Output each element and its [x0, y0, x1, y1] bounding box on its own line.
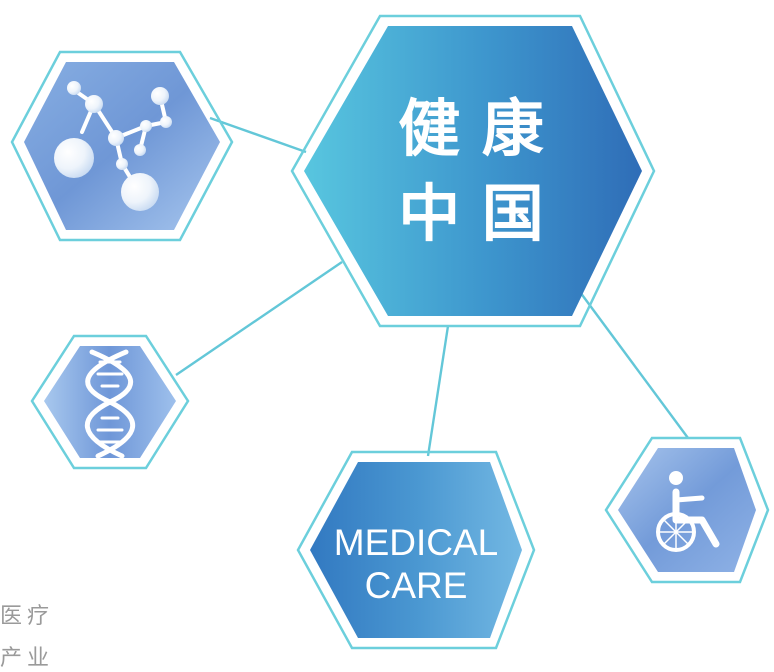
center-hexagon: 健 康 中 国: [290, 14, 656, 328]
medical-hex-fill: [310, 462, 522, 638]
wheelchair-hex-fill: [618, 448, 756, 572]
center-title-line1: 健 康: [398, 92, 544, 165]
center-title-line2: 中 国: [398, 177, 544, 250]
wheelchair-hex-outline: [604, 436, 770, 584]
connector-medical: [426, 325, 450, 457]
medical-hex-outline: [296, 450, 536, 650]
health-china-diagram: 健 康 中 国: [10, 14, 770, 650]
wheelchair-icon: [656, 471, 720, 552]
molecule-hex-outline: [10, 50, 234, 242]
molecule-hexagon: [10, 50, 234, 242]
molecule-icon: [54, 81, 172, 211]
side-label-medical: 医疗: [0, 604, 55, 629]
medical-care-line1: MEDICAL: [334, 522, 498, 563]
wheelchair-hexagon: [604, 436, 770, 584]
dna-hex-outline: [30, 334, 190, 470]
connector-dna: [175, 261, 343, 376]
medical-care-hexagon: MEDICAL CARE: [296, 450, 536, 650]
connector-molecule: [209, 116, 307, 154]
connectors: [175, 116, 689, 457]
dna-icon: [84, 349, 136, 459]
dna-hexagon: [30, 334, 190, 470]
side-label-industry: 产业: [0, 646, 55, 671]
molecule-hex-fill: [24, 62, 220, 230]
connector-wheelchair: [579, 291, 689, 439]
medical-care-line2: CARE: [365, 565, 468, 606]
center-hex-fill: [304, 26, 642, 316]
center-hex-outline: [290, 14, 656, 328]
